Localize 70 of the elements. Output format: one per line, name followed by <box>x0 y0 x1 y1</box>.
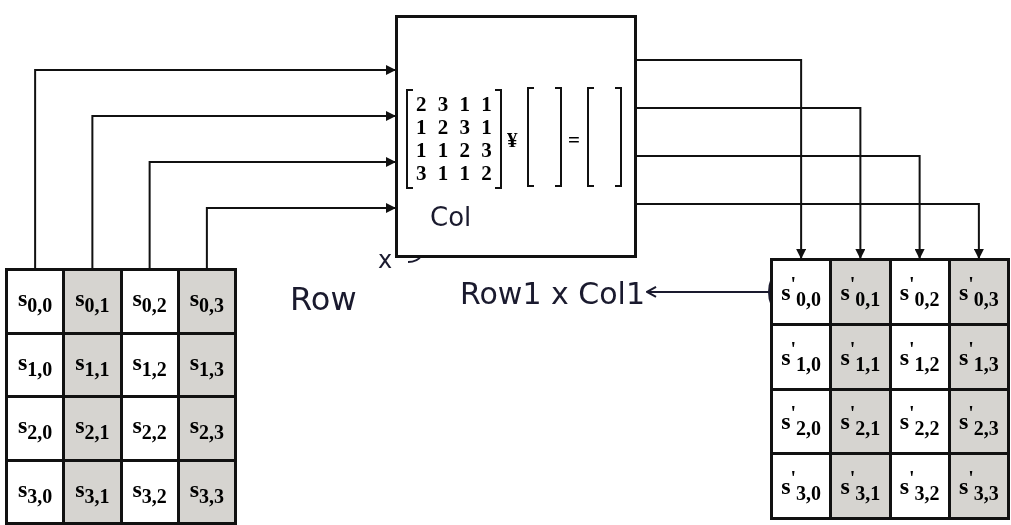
state-grid <box>770 258 1010 520</box>
state-cell <box>832 390 889 453</box>
state-cell <box>8 271 63 332</box>
state-cell <box>773 261 830 323</box>
arrow <box>205 203 396 269</box>
state-cell <box>891 455 948 517</box>
matrix-row: 2 3 1 1 <box>416 92 495 117</box>
state-cell <box>8 398 63 459</box>
state-cell <box>65 271 120 332</box>
state-cell <box>179 398 234 459</box>
state-cell <box>832 261 889 323</box>
equals-sign: = <box>568 128 583 153</box>
handwritten-mark: x <box>378 246 393 274</box>
cell-text: s$_{3,3}$ <box>189 475 225 508</box>
state-cell <box>950 325 1007 388</box>
arrow <box>636 59 807 259</box>
state-cell <box>179 334 234 395</box>
cell-text: s$_{2,3}$ <box>189 412 225 445</box>
arrow <box>636 107 866 259</box>
cell-text: s$_{3,1}$ <box>75 475 110 508</box>
arrow <box>646 285 771 298</box>
state-cell <box>832 455 889 517</box>
arrow <box>636 203 984 259</box>
cell-text: s$_{1,0}$ <box>17 348 53 381</box>
cell-text: s$_{0,1}$ <box>75 285 110 318</box>
state-cell <box>773 455 830 517</box>
operation-box <box>395 15 637 258</box>
handwritten-word: Row <box>290 280 357 318</box>
matrix-row: 1 2 3 1 <box>416 115 495 140</box>
arrow <box>148 157 396 269</box>
state-cell <box>179 461 234 522</box>
cell-text: s$_{2,0}$ <box>17 412 53 445</box>
state-cell <box>950 261 1007 323</box>
state-cell <box>8 334 63 395</box>
handwritten-note: Row1 x Col1 <box>460 273 646 313</box>
handwritten-word: Col <box>430 202 472 232</box>
state-cell <box>65 461 120 522</box>
arrow <box>636 155 925 259</box>
state-cell <box>179 271 234 332</box>
cell-text: s$_{3,0}$ <box>17 475 53 508</box>
cell-text: s$_{2,2}$ <box>132 412 167 445</box>
cell-text: s$_{0,2}$ <box>132 285 167 318</box>
arrow <box>91 111 396 269</box>
state-cell <box>950 455 1007 517</box>
state-cell <box>65 398 120 459</box>
state-cell <box>832 325 889 388</box>
cell-text: s$_{2,1}$ <box>75 412 110 445</box>
state-cell <box>122 334 177 395</box>
cell-text: s$_{0,0}$ <box>17 285 53 318</box>
cell-text: s$_{0,3}$ <box>189 285 225 318</box>
cell-text: s$_{1,2}$ <box>132 348 167 381</box>
matrix-row: 3 1 1 2 <box>416 161 495 186</box>
state-cell <box>122 398 177 459</box>
state-cell <box>891 261 948 323</box>
cell-text: s$_{1,1}$ <box>75 348 110 381</box>
state-cell <box>891 390 948 453</box>
state-grid <box>5 268 237 525</box>
operator-sign: ¥ <box>507 128 521 153</box>
state-cell <box>773 325 830 388</box>
state-cell <box>65 334 120 395</box>
state-cell <box>950 390 1007 453</box>
matrix-row: 1 1 2 3 <box>416 138 495 163</box>
state-cell <box>891 325 948 388</box>
state-cell <box>122 461 177 522</box>
state-cell <box>8 461 63 522</box>
state-cell <box>773 390 830 453</box>
cell-text: s$_{3,2}$ <box>132 475 167 508</box>
cell-text: s$_{1,3}$ <box>189 348 225 381</box>
arrow <box>34 65 396 269</box>
state-cell <box>122 271 177 332</box>
